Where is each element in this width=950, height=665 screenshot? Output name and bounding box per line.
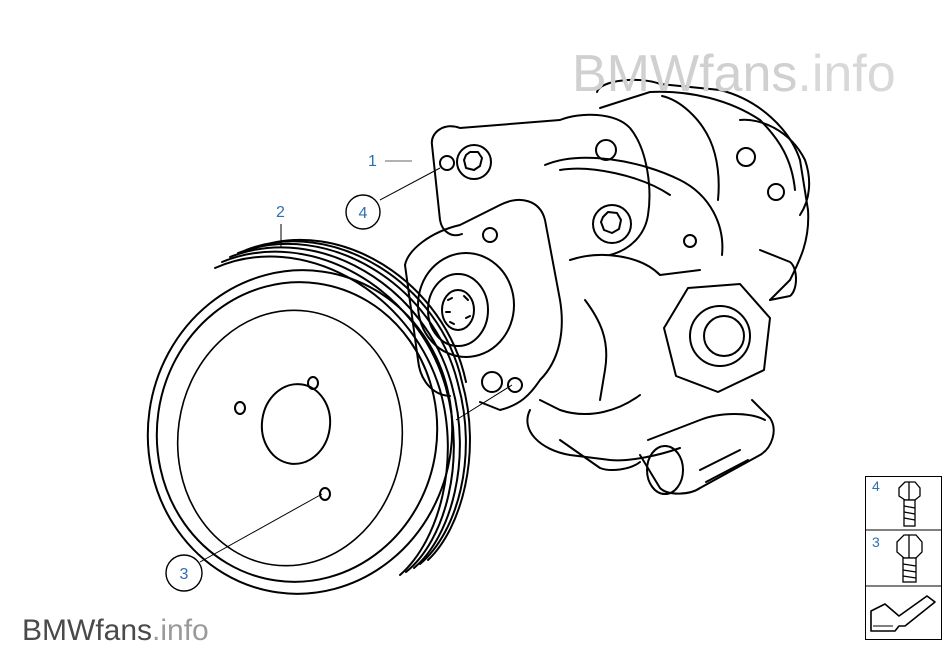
legend-item-3[interactable]: 3 [872, 534, 923, 583]
callout-3: 3 [180, 566, 189, 583]
watermark-bottom: BMWfans.info [22, 614, 209, 648]
watermark-top-suffix: .info [797, 45, 896, 103]
watermark-top: BMWfans.info [572, 44, 896, 104]
arrow-icon[interactable] [870, 595, 936, 632]
hex-bolt-icon [898, 481, 921, 527]
parts-legend-panel: 4 3 [865, 476, 942, 640]
legend-item-4[interactable]: 4 [872, 478, 921, 527]
leader-lines [199, 160, 513, 563]
legend-item-4-number: 4 [872, 478, 880, 494]
callout-3-circle [165, 554, 203, 592]
watermark-top-brand: BMWfans [572, 45, 798, 103]
power-steering-pump-drawing [404, 78, 811, 495]
callout-4-circle [345, 194, 381, 230]
pulley-drawing [146, 238, 471, 595]
legend-item-3-number: 3 [872, 534, 880, 550]
watermark-bottom-suffix: .info [152, 614, 209, 647]
watermark-bottom-brand: BMWfans [22, 614, 153, 647]
callout-2: 2 [276, 204, 285, 221]
hex-bolt-icon [896, 534, 923, 583]
callout-4: 4 [359, 205, 368, 222]
callout-1: 1 [368, 153, 377, 170]
callout-group: 1 2 4 3 [165, 153, 381, 592]
